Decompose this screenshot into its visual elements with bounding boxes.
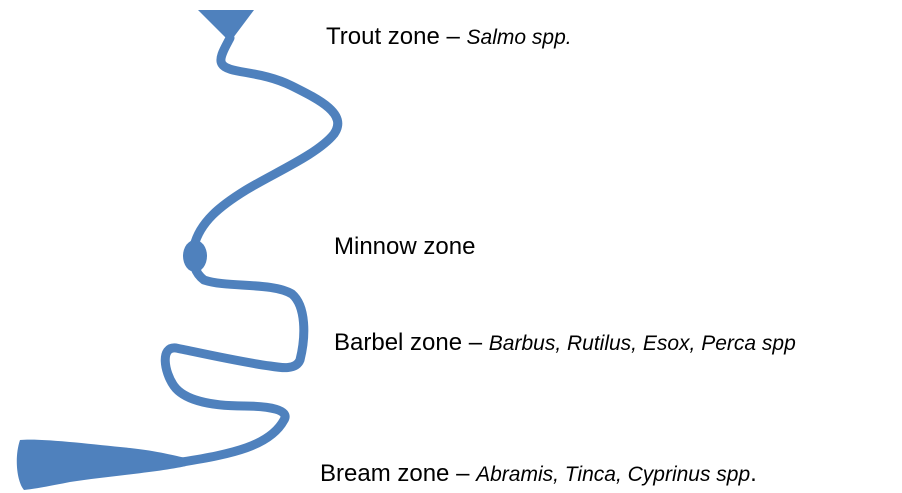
trout-zone-label: Trout zone – Salmo spp. bbox=[326, 23, 572, 52]
bream-zone-label: Bream zone – Abramis, Tinca, Cyprinus sp… bbox=[320, 460, 757, 489]
barbel-zone-species: Barbus, Rutilus, Esox, Perca spp bbox=[489, 332, 796, 355]
bream-zone-name: Bream zone – bbox=[320, 460, 476, 487]
trout-zone-name: Trout zone – bbox=[326, 23, 467, 50]
minnow-zone-name: Minnow zone bbox=[334, 233, 475, 260]
bream-zone-suffix: . bbox=[750, 460, 757, 487]
bream-zone-species: Abramis, Tinca, Cyprinus spp bbox=[476, 463, 750, 486]
trout-zone-species: Salmo spp. bbox=[467, 26, 572, 49]
barbel-zone-name: Barbel zone – bbox=[334, 329, 489, 356]
river-estuary bbox=[17, 440, 186, 490]
minnow-zone-label: Minnow zone bbox=[334, 233, 475, 261]
minnow-pool bbox=[183, 240, 207, 272]
barbel-zone-label: Barbel zone – Barbus, Rutilus, Esox, Per… bbox=[334, 329, 796, 358]
